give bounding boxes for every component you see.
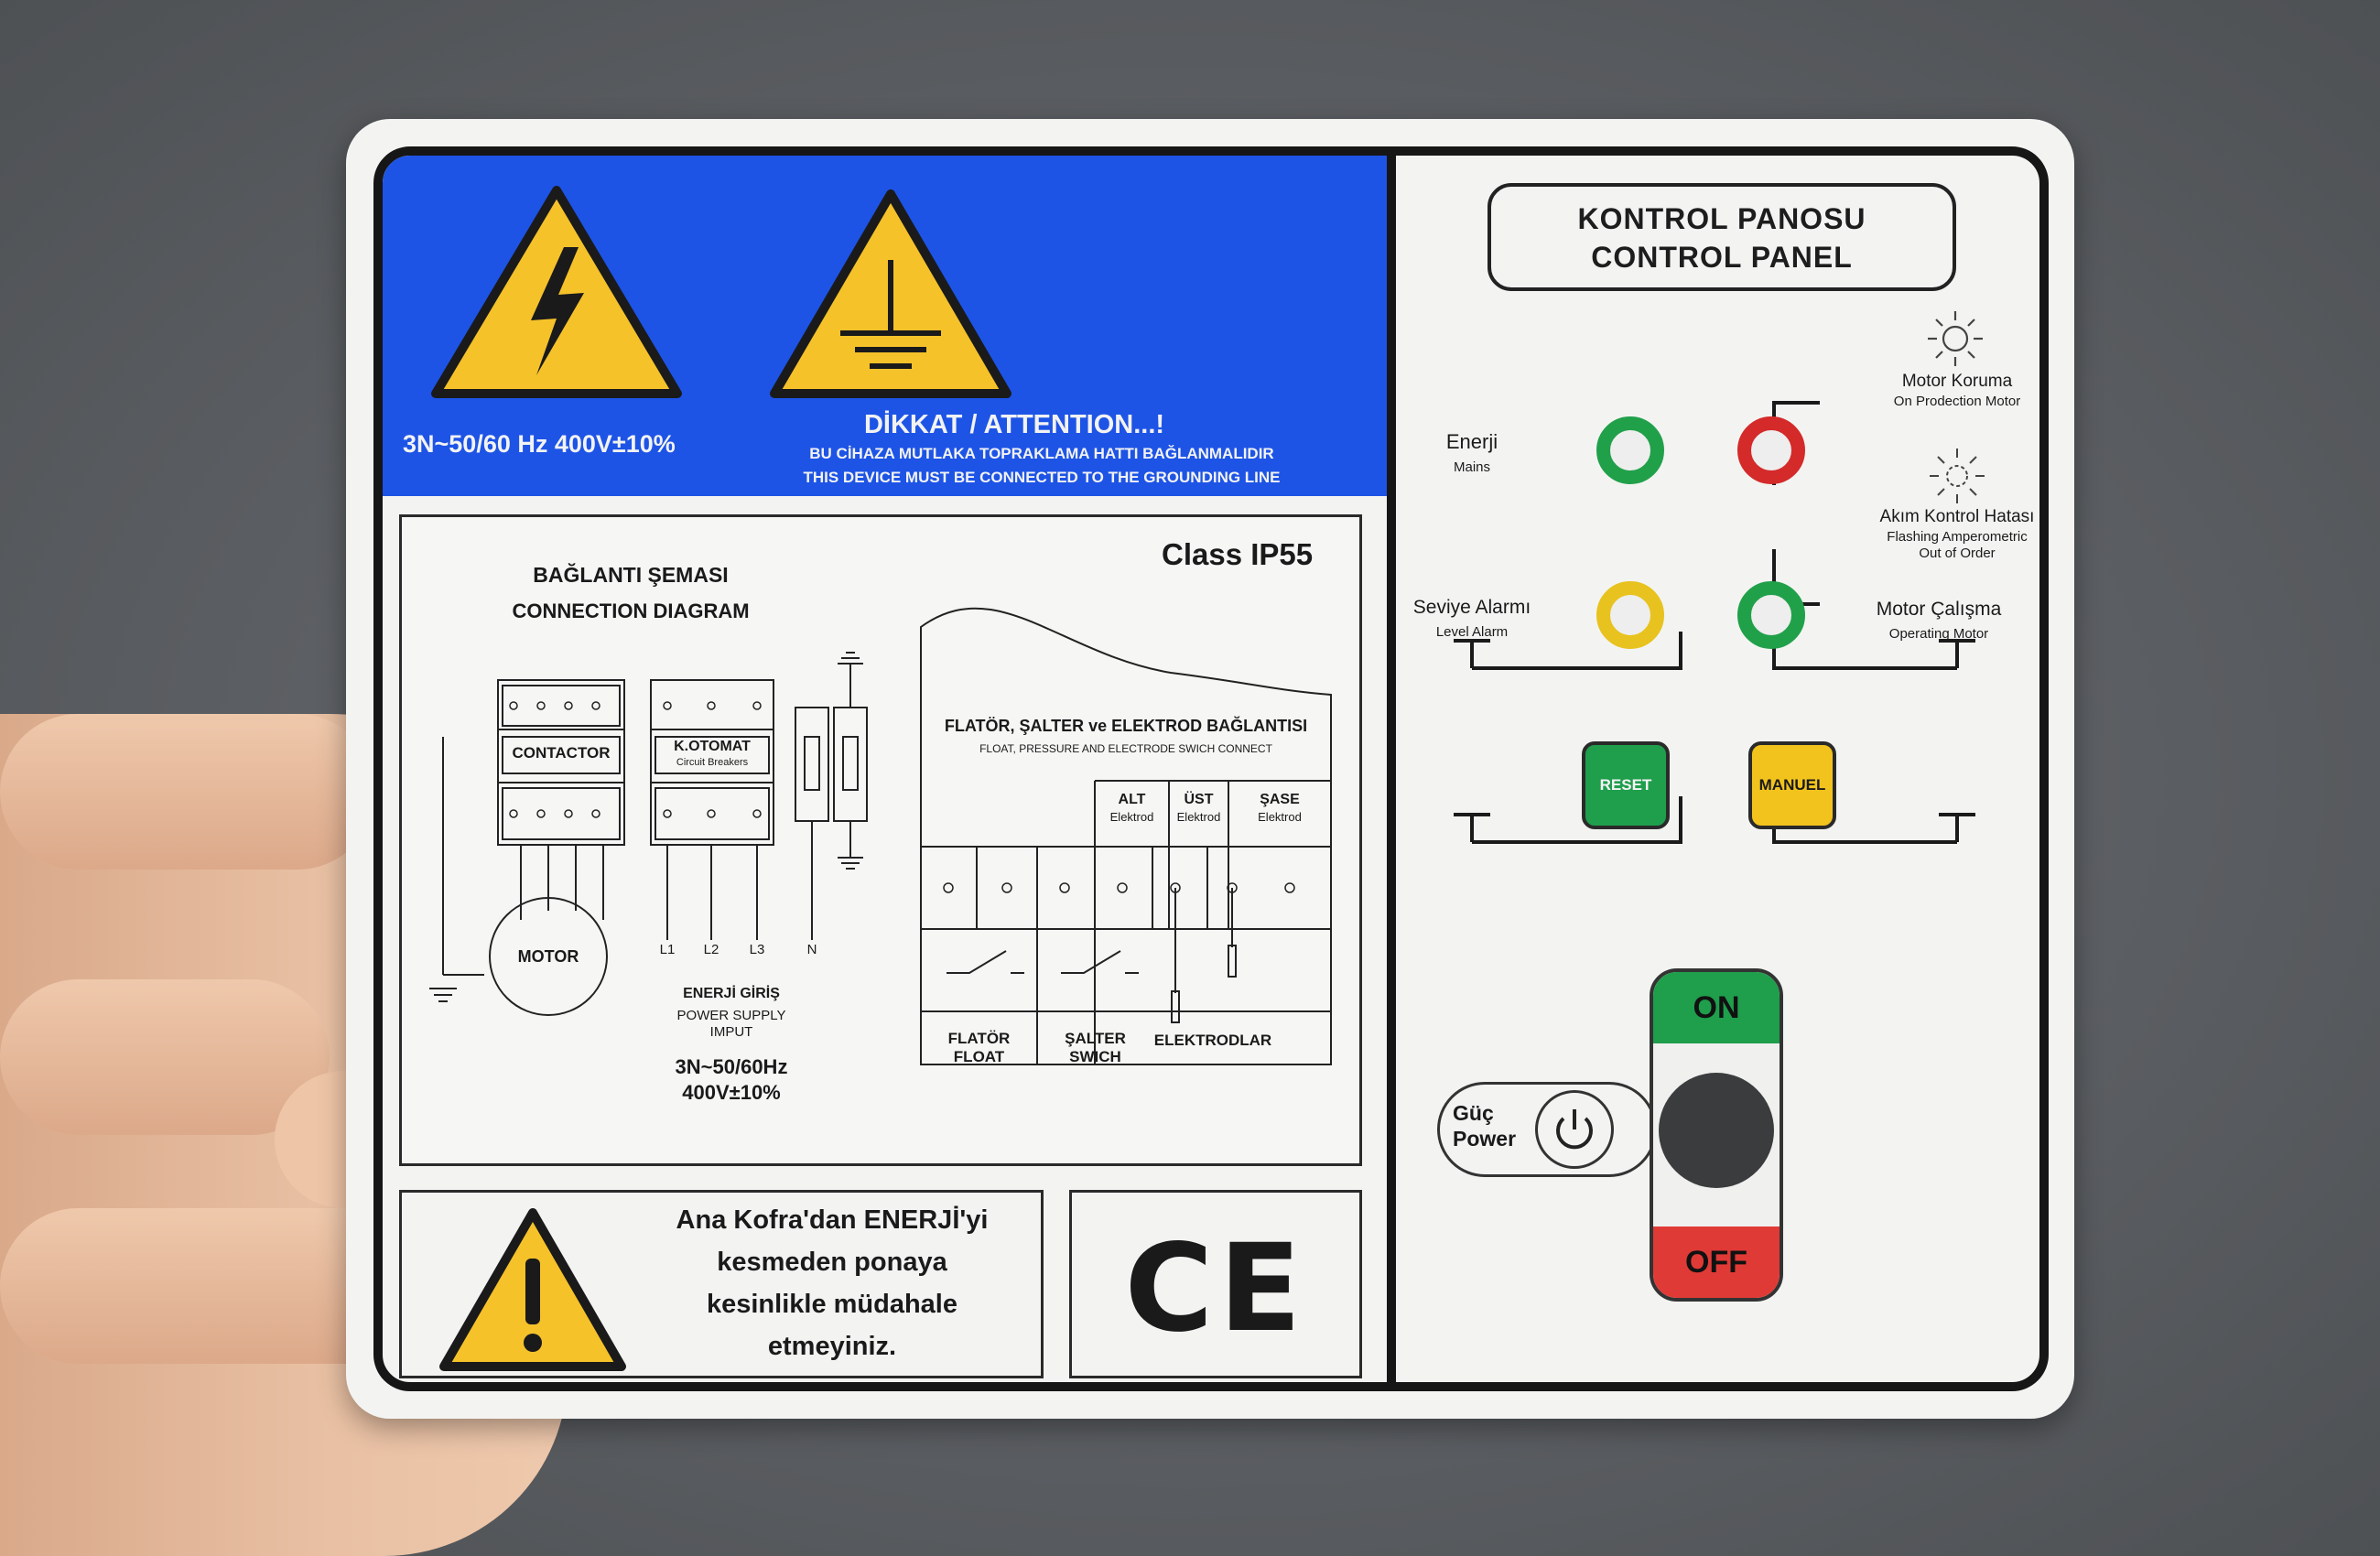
- off-label: OFF: [1685, 1245, 1747, 1280]
- warning-line-1: Ana Kofra'dan ENERJİ'yi: [676, 1205, 989, 1235]
- phase-n: N: [806, 942, 817, 957]
- motor-run-en: Operating Motor: [1888, 626, 1989, 642]
- attention-line-1: BU CİHAZA MUTLAKA TOPRAKLAMA HATTI BAĞLA…: [809, 445, 1274, 462]
- electrode-ust: ÜST: [1184, 792, 1214, 807]
- on-off-switch[interactable]: ON OFF: [1650, 968, 1783, 1302]
- warning-line-4: etmeyiniz.: [767, 1332, 897, 1361]
- float-title: FLATÖR, ŞALTER ve ELEKTROD BAĞLANTISI: [944, 717, 1308, 735]
- class-label: Class IP55: [1162, 537, 1314, 571]
- level-alarm-lamp: [1596, 581, 1664, 649]
- mains-en: Mains: [1453, 459, 1490, 475]
- elektrodlar-label: ELEKTRODLAR: [1153, 1032, 1272, 1049]
- warning-line-3: kesinlikle müdahale: [706, 1290, 957, 1319]
- flator-tr: FLATÖR: [947, 1030, 1011, 1047]
- flator-en: FLOAT: [953, 1048, 1005, 1065]
- supply-en-1: POWER SUPPLY: [676, 1008, 786, 1023]
- supply-spec-2: 400V±10%: [682, 1081, 781, 1104]
- level-alarm-en: Level Alarm: [1435, 624, 1509, 640]
- warning-band: 3N~50/60 Hz 400V±10% DİKKAT / ATTENTION.…: [383, 156, 1387, 496]
- flashing-sun-icon: [1928, 447, 1986, 510]
- label-frame: 3N~50/60 Hz 400V±10% DİKKAT / ATTENTION.…: [373, 146, 2049, 1391]
- power-tr: Güç: [1453, 1101, 1494, 1125]
- diagram-title-en: CONNECTION DIAGRAM: [512, 600, 750, 622]
- salter-tr: ŞALTER: [1065, 1030, 1126, 1047]
- wiring-drawing: [429, 607, 1332, 1065]
- voltage-label: 3N~50/60 Hz 400V±10%: [403, 430, 676, 458]
- attention-line-2: THIS DEVICE MUST BE CONNECTED TO THE GRO…: [803, 469, 1281, 486]
- motor-protect-lamp: [1737, 416, 1805, 484]
- electrode-sase-sub: Elektrod: [1258, 810, 1302, 824]
- ground-icon: [767, 187, 1014, 403]
- sun-icon: [1926, 309, 1985, 373]
- power-en: Power: [1453, 1127, 1517, 1151]
- electrode-alt: ALT: [1118, 792, 1146, 807]
- title-en: CONTROL PANEL: [1591, 241, 1853, 274]
- power-icon: [1535, 1090, 1614, 1169]
- phase-l1: L1: [659, 942, 676, 957]
- kotomat-label: K.OTOMAT: [674, 739, 751, 754]
- current-error-tr: Akım Kontrol Hatası: [1879, 507, 2035, 526]
- contactor-label: CONTACTOR: [512, 744, 611, 762]
- reset-button[interactable]: RESET: [1582, 741, 1670, 829]
- motor-protect-tr: Motor Koruma: [1901, 372, 2013, 391]
- ce-mark: CE: [1124, 1218, 1307, 1359]
- mains-lamp: [1596, 416, 1664, 484]
- on-label: ON: [1693, 990, 1740, 1025]
- lamp-connector-lines: [1454, 401, 1975, 844]
- exclamation-warning-icon: [437, 1205, 629, 1378]
- diagram-title-tr: BAĞLANTI ŞEMASI: [533, 563, 729, 587]
- connection-diagram: BAĞLANTI ŞEMASI CONNECTION DIAGRAM Class…: [399, 514, 1362, 1166]
- phase-l2: L2: [703, 942, 719, 957]
- float-sub: FLOAT, PRESSURE AND ELECTRODE SWICH CONN…: [979, 742, 1272, 755]
- kotomat-sub: Circuit Breakers: [676, 757, 749, 768]
- high-voltage-icon: [428, 183, 685, 403]
- control-panel-title: KONTROL PANOSU CONTROL PANEL: [1488, 183, 1956, 291]
- supply-tr: ENERJİ GİRİŞ: [683, 986, 780, 1001]
- switch-knob[interactable]: [1659, 1073, 1774, 1188]
- mains-tr: Enerji: [1445, 430, 1498, 453]
- manual-button[interactable]: MANUEL: [1748, 741, 1836, 829]
- motor-run-lamp: [1737, 581, 1805, 649]
- power-indicator: Güç Power: [1437, 1082, 1657, 1177]
- ce-box: CE: [1069, 1190, 1362, 1378]
- off-button[interactable]: OFF: [1653, 1226, 1780, 1298]
- current-error-en-2: Out of Order: [1919, 546, 1996, 561]
- warning-box: Ana Kofra'dan ENERJİ'yi kesmeden ponaya …: [399, 1190, 1044, 1378]
- warning-line-2: kesmeden ponaya: [717, 1248, 947, 1277]
- electrode-ust-sub: Elektrod: [1176, 810, 1221, 824]
- supply-spec-1: 3N~50/60Hz: [675, 1055, 788, 1078]
- motor-label: MOTOR: [517, 947, 579, 966]
- panel-divider: [1387, 156, 1396, 1382]
- motor-protect-en: On Prodection Motor: [1893, 394, 2021, 409]
- phase-l3: L3: [749, 942, 765, 957]
- salter-en: SWICH: [1069, 1048, 1121, 1065]
- level-alarm-tr: Seviye Alarmı: [1412, 597, 1531, 618]
- finger: [0, 714, 375, 870]
- motor-run-tr: Motor Çalışma: [1876, 599, 2002, 620]
- supply-en-2: IMPUT: [709, 1024, 753, 1040]
- on-button[interactable]: ON: [1653, 972, 1780, 1043]
- title-tr: KONTROL PANOSU: [1577, 202, 1866, 235]
- electrode-sase: ŞASE: [1260, 792, 1300, 807]
- attention-title: DİKKAT / ATTENTION...!: [863, 410, 1165, 439]
- finger: [0, 979, 330, 1135]
- electrode-alt-sub: Elektrod: [1109, 810, 1154, 824]
- current-error-en-1: Flashing Amperometric: [1887, 529, 2028, 545]
